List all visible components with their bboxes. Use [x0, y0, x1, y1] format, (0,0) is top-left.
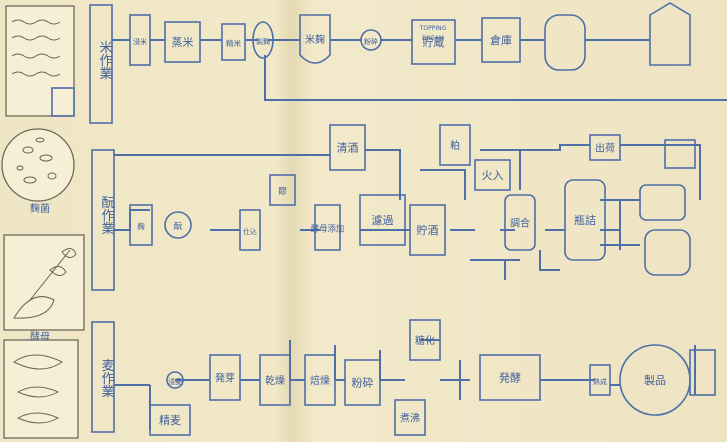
row3-node-1-label: 精麦 — [159, 414, 181, 427]
row1-node-3 — [221, 23, 246, 61]
row2-node-10 — [474, 159, 511, 191]
row2-node-3 — [239, 209, 261, 251]
row1-label-stack — [51, 87, 75, 117]
row1-node-7-label: 貯蔵 — [423, 36, 445, 49]
row3-node-4-label: 乾燥 — [265, 374, 285, 387]
row3-node-9-label: 発酵 — [499, 371, 521, 385]
row2-connectors — [114, 144, 701, 280]
row2-node-12-label: 瓶詰 — [574, 213, 596, 227]
row1-node-4 — [252, 21, 274, 59]
row3-node-2 — [166, 371, 184, 389]
row1-node-4-label: 製麴 — [256, 37, 270, 46]
row3-nodes — [149, 319, 716, 436]
hops-plant-icon — [3, 234, 85, 331]
row3-node-12 — [689, 349, 716, 396]
row1-node-9 — [544, 14, 586, 71]
row1-side-label: TOPPING — [419, 25, 447, 32]
row2-node-11 — [504, 194, 536, 251]
row2-caption: 麴菌 — [30, 203, 50, 215]
row2-title-box — [91, 149, 115, 291]
row3-caption: 酵母 — [30, 331, 50, 343]
row1-connectors — [112, 39, 727, 101]
row1-title: 米作業 — [97, 41, 113, 80]
row2-node-9 — [439, 124, 471, 166]
row2-node-13 — [589, 134, 621, 161]
row2-node-8 — [409, 204, 446, 256]
row1-title-box — [89, 4, 113, 124]
row3-node-4 — [259, 354, 291, 406]
row3-node-3-label: 発芽 — [215, 372, 235, 385]
row1-nodes — [129, 2, 691, 71]
row3-node-5-label: 焙燥 — [310, 374, 330, 387]
rice-field-icon — [5, 5, 75, 117]
row1-node-6 — [360, 29, 382, 51]
row3-node-11-label: 製品 — [644, 373, 666, 387]
row3-node-6 — [344, 359, 381, 406]
row2-node-1-label: 麹 — [137, 222, 144, 231]
row2-node-6 — [329, 124, 366, 171]
row2-nodes — [129, 124, 696, 276]
row1-node-10 — [649, 2, 691, 66]
row1-node-6-label: 粉砕 — [364, 37, 378, 46]
row3-title-box — [91, 321, 115, 433]
row3-node-7-label: 糖化 — [415, 334, 435, 347]
row1-node-7 — [411, 19, 456, 65]
row3-node-6-label: 粉砕 — [352, 376, 374, 390]
row2-node-12 — [564, 179, 606, 261]
row1-node-3-label: 精米 — [226, 38, 242, 48]
row2-node-3-label: 仕込 — [243, 227, 257, 236]
row2-node-1 — [129, 204, 153, 246]
row1-node-1-label: 浸米 — [133, 37, 147, 46]
row2-node-7 — [359, 194, 406, 246]
row3-title: 麦作業 — [99, 359, 115, 398]
row2-node-15 — [644, 229, 691, 276]
row2-node-9-label: 粕 — [450, 139, 460, 152]
row3-node-8-label: 煮沸 — [400, 412, 420, 425]
row2-node-4 — [269, 174, 296, 206]
row3-node-8 — [394, 399, 426, 436]
row3-node-2-label: 浸麦 — [168, 377, 182, 386]
row2-node-4-label: 醪 — [278, 186, 287, 196]
row2-node-2 — [164, 211, 192, 239]
row2-node-5 — [314, 204, 341, 251]
row2-node-5-label: 酵母添加 — [311, 224, 344, 234]
row1-side-label2: DREAM — [422, 35, 444, 42]
row2-node-16 — [664, 139, 696, 169]
row3-node-10 — [589, 364, 611, 396]
row3-node-9 — [479, 354, 541, 401]
row3-node-10-label: 熟成 — [593, 377, 607, 386]
row3-node-1 — [149, 404, 191, 436]
row2-node-11-label: 調合 — [510, 217, 530, 230]
barley-grain-icon — [3, 339, 79, 439]
row2-node-10-label: 火入 — [482, 169, 504, 182]
row1-node-5 — [299, 14, 331, 64]
koji-mold-icon — [1, 128, 75, 202]
row2-node-7-label: 濾過 — [372, 213, 394, 227]
row3-node-7 — [409, 319, 441, 361]
row2-node-2-label: 酛 — [174, 221, 183, 232]
row2-node-8-label: 貯酒 — [417, 224, 439, 237]
row1-node-2-label: 蒸米 — [172, 36, 194, 49]
row1-node-8-label: 倉庫 — [490, 33, 512, 47]
row2-node-14 — [639, 184, 686, 221]
row2-node-13-label: 出荷 — [595, 142, 615, 155]
row1-node-1 — [129, 14, 151, 66]
row2-title: 酛作業 — [99, 196, 115, 235]
row3-node-3 — [209, 354, 241, 401]
row2-node-6-label: 清酒 — [337, 142, 359, 155]
row1-node-8 — [481, 17, 521, 63]
row1-node-5-label: 米麹 — [305, 33, 325, 46]
row3-node-5 — [304, 354, 336, 406]
row1-node-2 — [164, 21, 201, 63]
